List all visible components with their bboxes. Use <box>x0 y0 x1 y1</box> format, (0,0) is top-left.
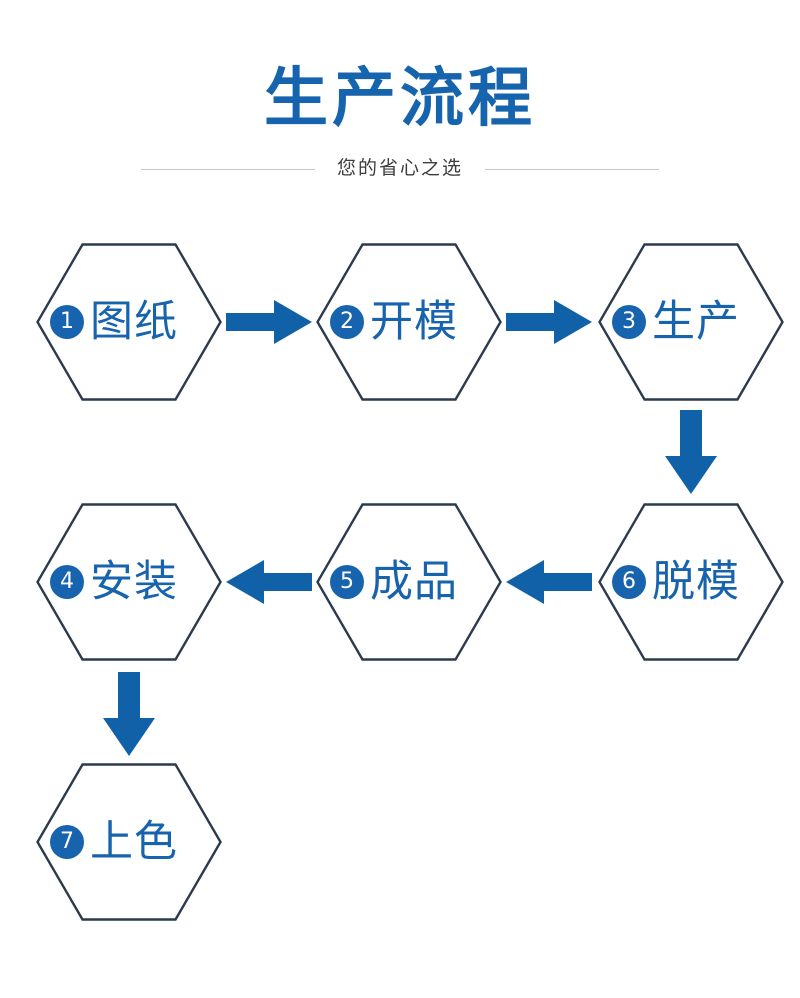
flow-step-1-content: 1 图纸 <box>36 243 222 401</box>
step-label-7: 上色 <box>90 818 178 866</box>
arrow-down-icon-step3-to-step6 <box>665 410 717 494</box>
step-label-6: 脱模 <box>652 558 740 606</box>
subtitle-divider-left <box>140 168 315 170</box>
step-number-badge-7: 7 <box>50 825 84 859</box>
step-number-badge-6: 6 <box>612 565 646 599</box>
step-number-badge-5: 5 <box>330 565 364 599</box>
arrow-right-icon-step2-to-step3 <box>506 300 592 344</box>
page-header: 生产流程 您的省心之选 <box>0 0 800 210</box>
flow-step-5-finished-product[interactable]: 5 成品 <box>316 503 502 661</box>
hexagon-outline-icon <box>598 243 784 401</box>
subtitle-row: 您的省心之选 <box>0 152 800 186</box>
hexagon-outline-icon <box>36 243 222 401</box>
step-number-badge-3: 3 <box>612 305 646 339</box>
flow-step-1-drawing[interactable]: 1 图纸 <box>36 243 222 401</box>
flow-step-5-content: 5 成品 <box>316 503 502 661</box>
arrow-down-icon-step4-to-step7 <box>103 672 155 756</box>
step-number-badge-1: 1 <box>50 305 84 339</box>
flow-step-3-production[interactable]: 3 生产 <box>598 243 784 401</box>
flow-step-6-demolding[interactable]: 6 脱模 <box>598 503 784 661</box>
hexagon-outline-icon <box>36 503 222 661</box>
step-label-4: 安装 <box>90 558 178 606</box>
flow-step-7-content: 7 上色 <box>36 763 222 921</box>
hexagon-outline-icon <box>598 503 784 661</box>
hexagon-outline-icon <box>36 763 222 921</box>
page-subtitle: 您的省心之选 <box>336 158 463 179</box>
arrow-left-icon-step6-to-step5 <box>506 560 592 604</box>
flow-step-4-installation[interactable]: 4 安装 <box>36 503 222 661</box>
hexagon-outline-icon <box>316 503 502 661</box>
hexagon-outline-icon <box>316 243 502 401</box>
flow-step-7-coloring[interactable]: 7 上色 <box>36 763 222 921</box>
step-label-1: 图纸 <box>90 298 178 346</box>
step-label-2: 开模 <box>370 298 458 346</box>
step-label-3: 生产 <box>652 298 740 346</box>
arrow-left-icon-step5-to-step4 <box>226 560 312 604</box>
subtitle-divider-right <box>485 168 659 170</box>
step-label-5: 成品 <box>370 558 458 606</box>
flow-step-4-content: 4 安装 <box>36 503 222 661</box>
step-number-badge-4: 4 <box>50 565 84 599</box>
step-number-badge-2: 2 <box>330 305 364 339</box>
flow-step-2-content: 2 开模 <box>316 243 502 401</box>
arrow-right-icon-step1-to-step2 <box>226 300 312 344</box>
flow-step-2-open-mold[interactable]: 2 开模 <box>316 243 502 401</box>
flow-step-6-content: 6 脱模 <box>598 503 784 661</box>
page-title: 生产流程 <box>264 62 536 134</box>
flow-step-3-content: 3 生产 <box>598 243 784 401</box>
